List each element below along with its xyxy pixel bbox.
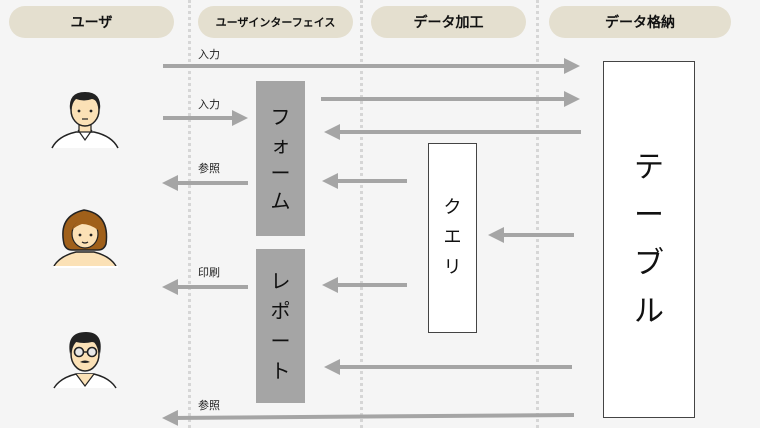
flow-label-print-report: 印刷 (198, 266, 220, 279)
lane-header-processing: データ加工 (371, 6, 526, 38)
lane-header-ui: ユーザインターフェイス (198, 6, 353, 38)
lane-header-storage: データ格納 (549, 6, 731, 38)
lane-header-user: ユーザ (9, 6, 174, 38)
lane-divider-3 (536, 0, 539, 428)
flow-label-reference-form: 参照 (198, 162, 220, 175)
form-box: フ ォ ー ム (256, 81, 305, 236)
form-char: ー (270, 160, 291, 185)
user-man-icon (51, 92, 119, 149)
report-char: ポ (270, 299, 291, 323)
query-char: リ (443, 257, 462, 278)
lane-divider-2 (360, 0, 363, 428)
report-char: ト (270, 359, 291, 383)
form-char: ォ (270, 132, 291, 157)
arrow-reference-direct (162, 409, 575, 426)
table-box: テ ー ブ ル (603, 61, 695, 418)
query-box: ク エ リ (428, 143, 477, 333)
table-char: ー (634, 197, 664, 233)
report-char: ー (270, 329, 291, 353)
report-box: レ ポ ー ト (256, 249, 305, 403)
form-char: ム (270, 188, 291, 213)
form-char: フ (270, 104, 291, 129)
user-man-glasses-icon (53, 332, 117, 389)
report-char: レ (270, 269, 291, 293)
table-char: ブ (634, 245, 664, 281)
query-char: エ (443, 227, 462, 248)
flow-label-reference-direct: 参照 (198, 399, 220, 412)
table-char: テ (634, 149, 664, 185)
lane-divider-1 (188, 0, 191, 428)
flow-label-input-direct: 入力 (198, 48, 220, 61)
query-char: ク (443, 197, 462, 218)
table-char: ル (634, 293, 664, 329)
user-woman-icon (53, 209, 118, 268)
flow-label-input-form: 入力 (198, 98, 220, 111)
